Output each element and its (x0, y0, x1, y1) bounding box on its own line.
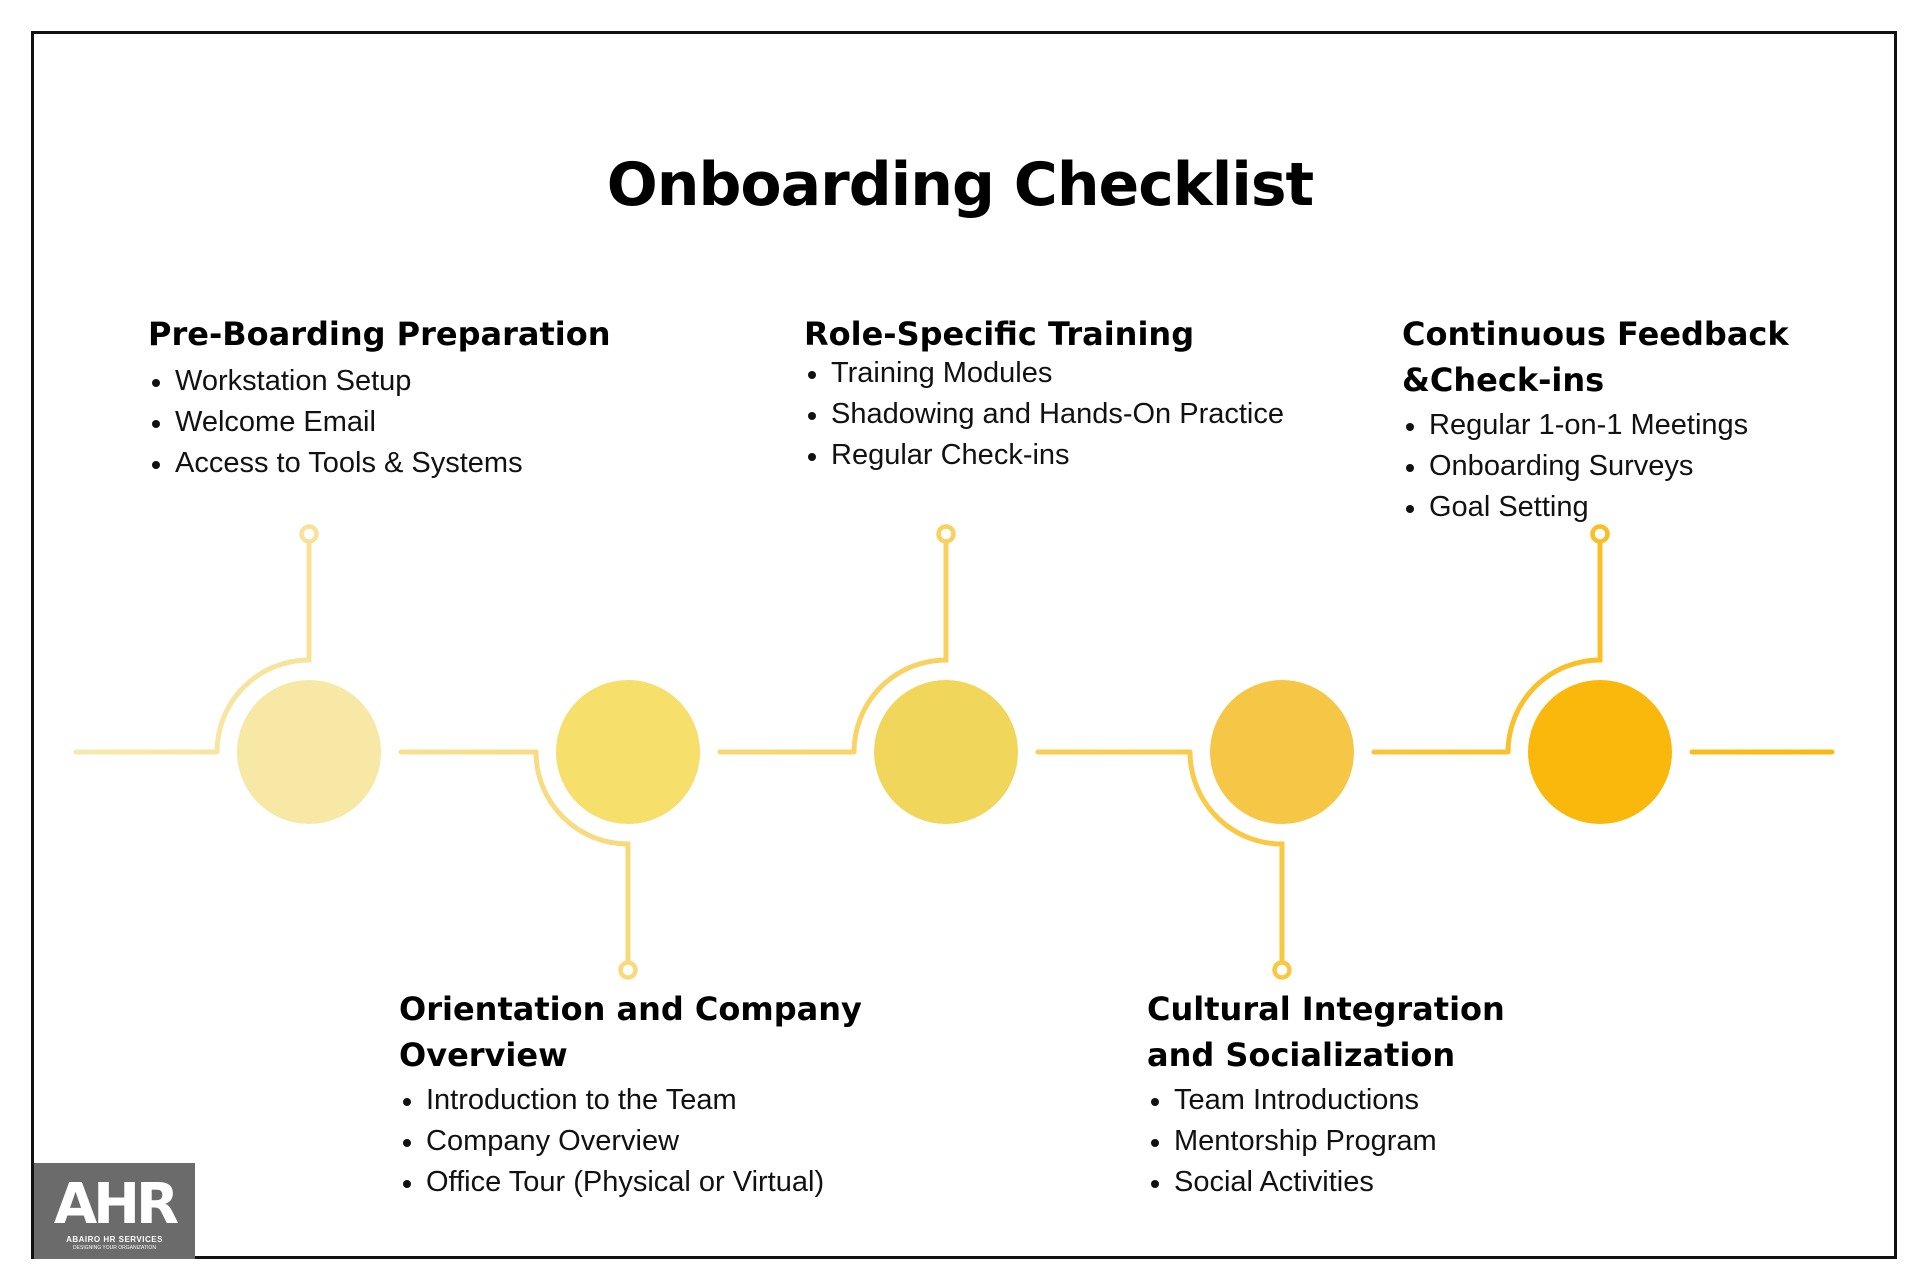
checklist-item: Regular 1-on-1 Meetings (1402, 405, 1789, 446)
stage-checklist: Introduction to the Team Company Overvie… (399, 1080, 862, 1203)
stage-pointer-line (533, 749, 631, 965)
stage-checklist: Team Introductions Mentorship Program So… (1147, 1080, 1505, 1203)
stage-heading: Continuous Feedback&Check-ins (1402, 315, 1789, 399)
checklist-item: Onboarding Surveys (1402, 446, 1789, 487)
stage-pre-boarding: Pre-Boarding Preparation Workstation Set… (148, 311, 611, 484)
stage-checklist: Regular 1-on-1 Meetings Onboarding Surve… (1402, 405, 1789, 528)
checklist-item: Introduction to the Team (399, 1080, 862, 1121)
checklist-item: Company Overview (399, 1121, 862, 1162)
logo-tagline: DESIGNING YOUR ORGANIZATION (73, 1245, 156, 1251)
stage-role-specific-training: Role-Specific Training Training Modules … (804, 311, 1284, 476)
diagram-frame (31, 31, 1897, 1259)
pointer-end-dot (299, 524, 319, 544)
checklist-item: Goal Setting (1402, 487, 1789, 528)
stage-checklist: Workstation Setup Welcome Email Access t… (148, 361, 611, 484)
checklist-item: Access to Tools & Systems (148, 443, 611, 484)
pointer-end-dot (936, 524, 956, 544)
stage-heading: Role-Specific Training (804, 315, 1195, 353)
pointer-end-dot (1590, 524, 1610, 544)
stage-pointer-line (1187, 749, 1285, 965)
logo-name: ABAIRO HR SERVICES (66, 1235, 163, 1244)
stage-pointer-line (214, 539, 312, 755)
checklist-item: Mentorship Program (1147, 1121, 1505, 1162)
pointer-end-dot (1272, 960, 1292, 980)
checklist-item: Office Tour (Physical or Virtual) (399, 1162, 862, 1203)
checklist-item: Workstation Setup (148, 361, 611, 402)
stage-node (874, 680, 1018, 824)
stage-node (556, 680, 700, 824)
stage-node (1528, 680, 1672, 824)
stage-checklist: Training Modules Shadowing and Hands-On … (804, 353, 1284, 476)
logo-mark: AHR (53, 1172, 179, 1237)
stage-continuous-feedback: Continuous Feedback&Check-ins Regular 1-… (1402, 311, 1789, 528)
pointer-end-dot (618, 960, 638, 980)
company-logo: AHR ABAIRO HR SERVICES DESIGNING YOUR OR… (34, 1163, 195, 1259)
stage-node (1210, 680, 1354, 824)
checklist-item: Team Introductions (1147, 1080, 1505, 1121)
stage-heading: Pre-Boarding Preparation (148, 315, 611, 353)
checklist-item: Social Activities (1147, 1162, 1505, 1203)
checklist-item: Regular Check-ins (804, 435, 1284, 476)
checklist-item: Shadowing and Hands-On Practice (804, 394, 1284, 435)
page-title: Onboarding Checklist (606, 150, 1314, 220)
stage-pointer-line (851, 539, 949, 755)
stage-pointer-line (1505, 539, 1603, 755)
checklist-item: Training Modules (804, 353, 1284, 394)
checklist-item: Welcome Email (148, 402, 611, 443)
stage-node (237, 680, 381, 824)
